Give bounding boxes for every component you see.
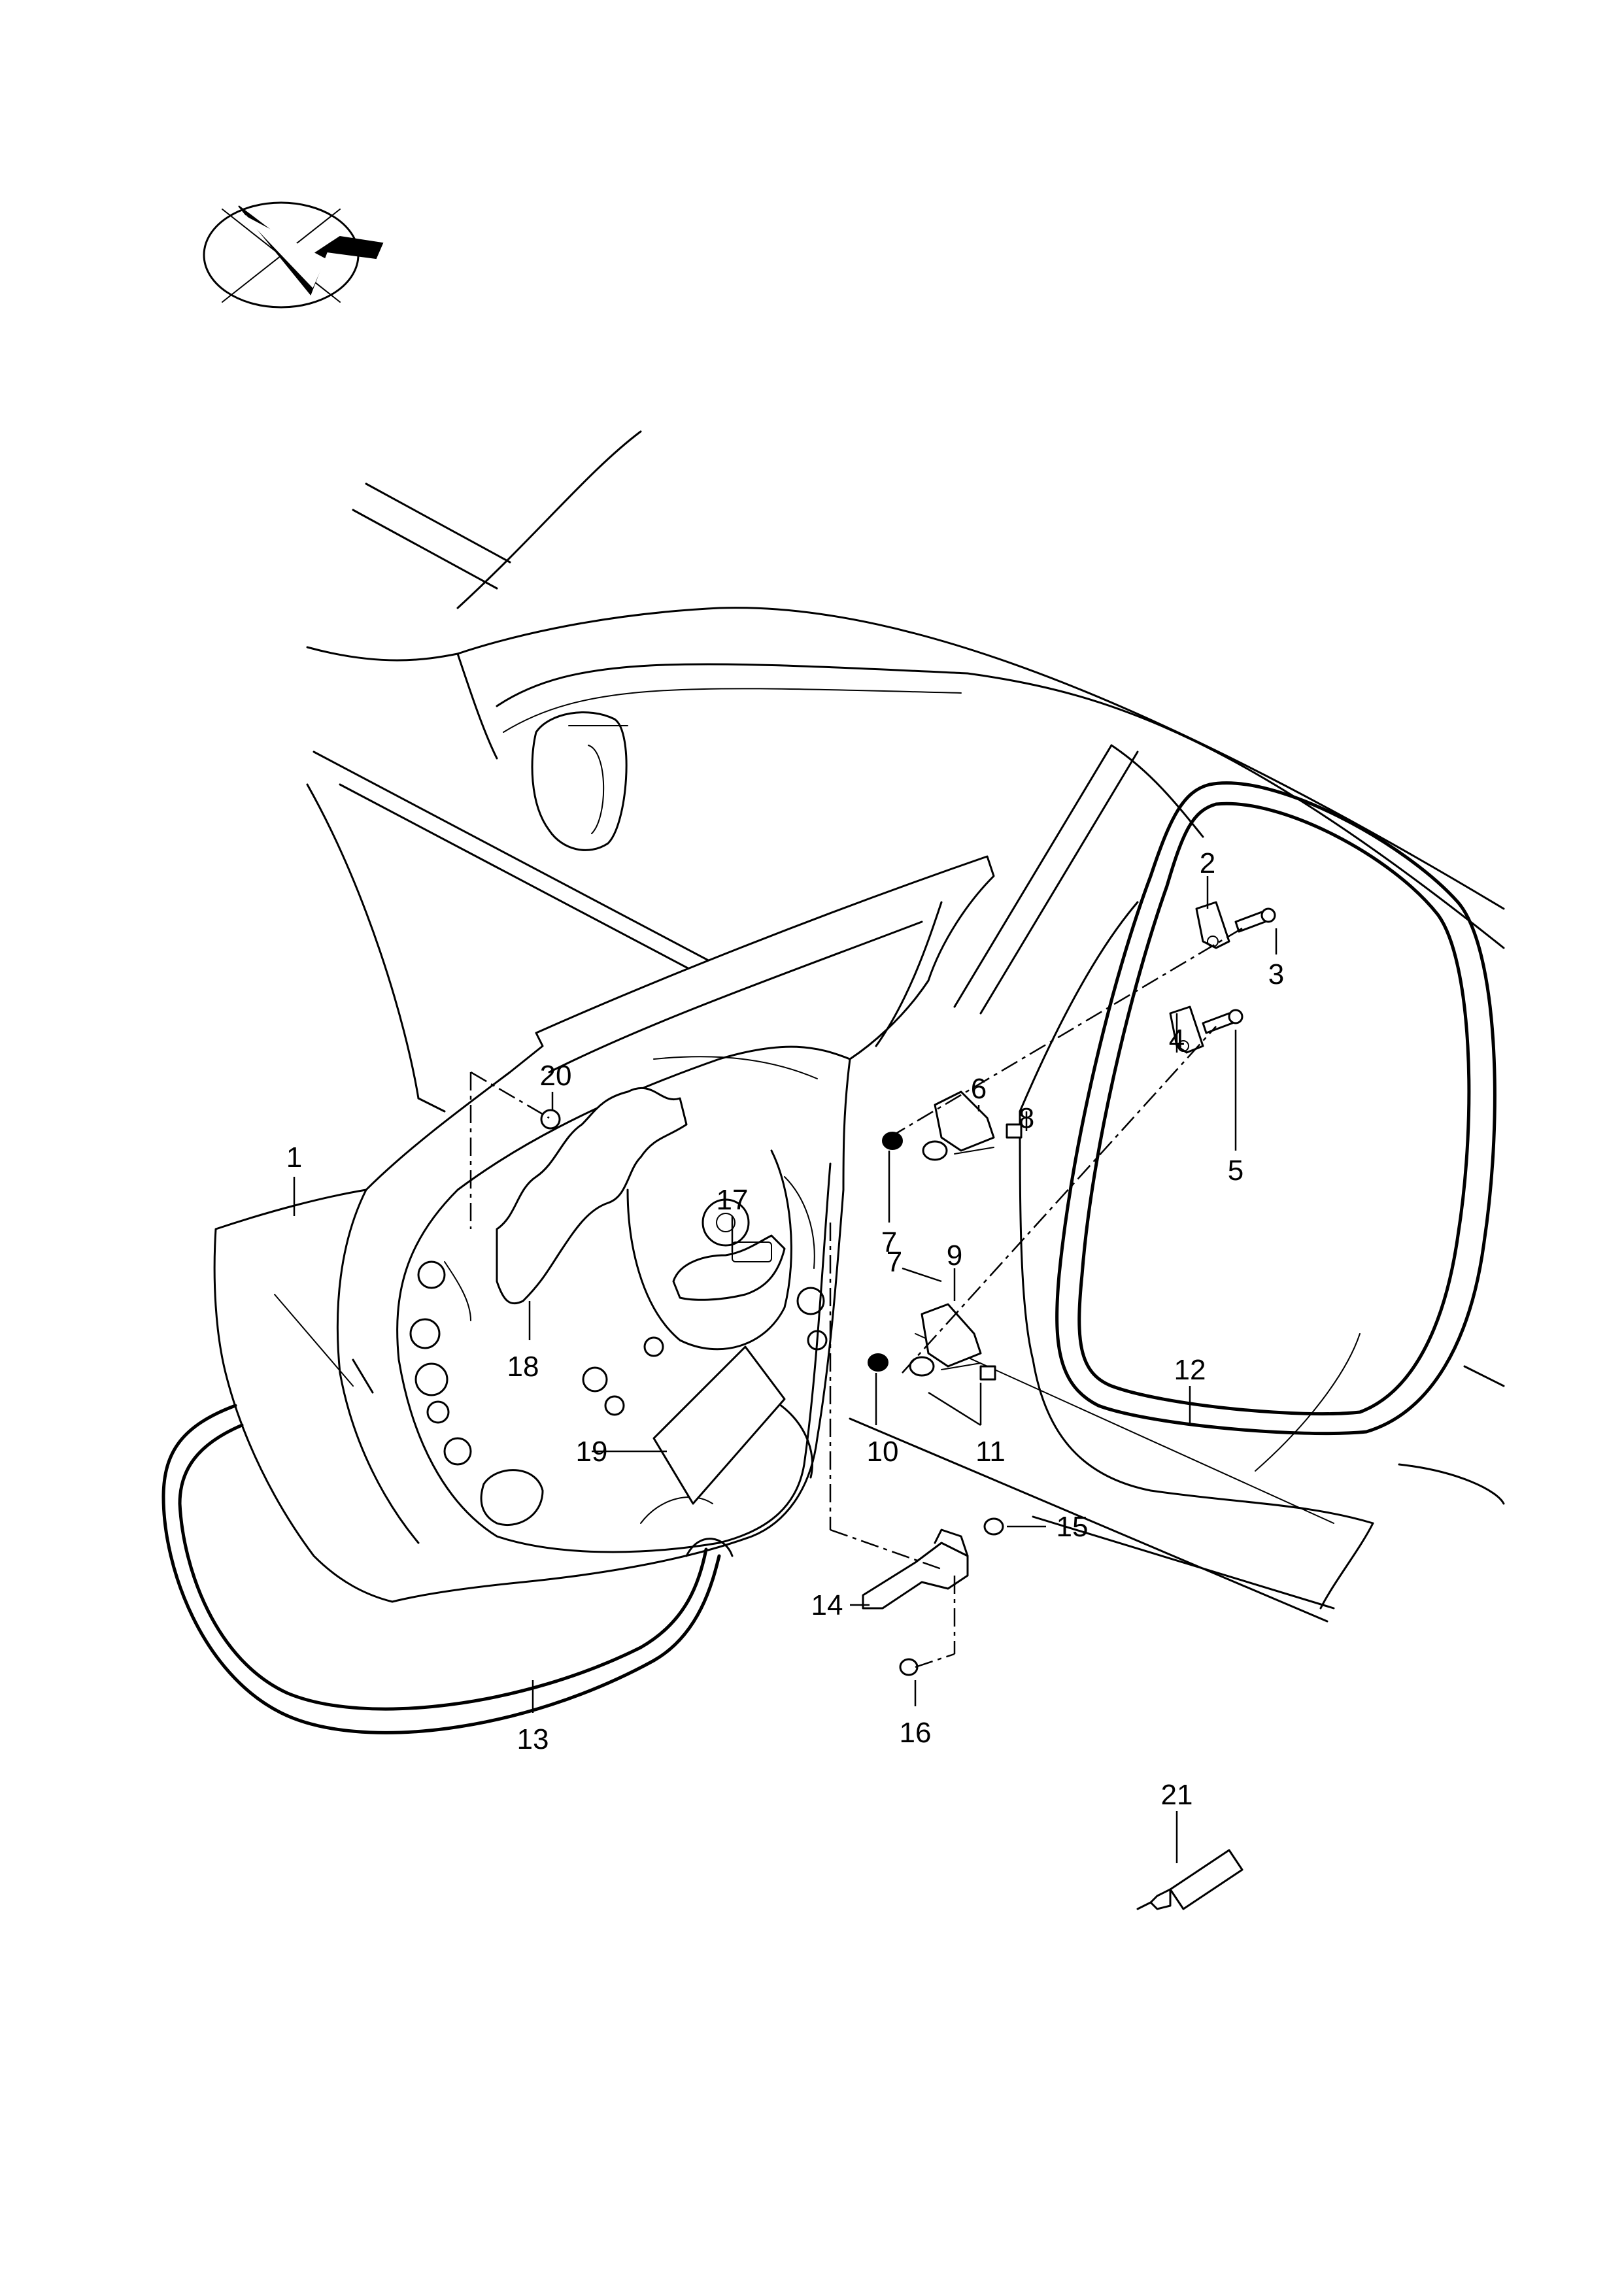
callout-16: 16 xyxy=(900,1717,932,1749)
leader-lines xyxy=(293,876,1277,1863)
callout-18: 18 xyxy=(507,1351,539,1383)
door-check-strap xyxy=(862,1517,1004,1676)
callout-5: 5 xyxy=(1228,1155,1243,1187)
callout-13: 13 xyxy=(517,1723,549,1755)
inner-handle xyxy=(672,1234,786,1301)
door-opening-seal xyxy=(1055,781,1497,1436)
foil-cover xyxy=(496,1087,688,1305)
callout-6: 6 xyxy=(971,1073,987,1105)
callout-9: 9 xyxy=(947,1240,962,1272)
callout-15: 15 xyxy=(1057,1511,1089,1543)
plug xyxy=(540,1109,561,1130)
view-direction-icon xyxy=(203,201,384,309)
callout-19: 19 xyxy=(576,1436,608,1468)
upper-door-hinge xyxy=(882,1090,1023,1161)
lower-door-hinge xyxy=(868,1303,996,1381)
callout-11: 11 xyxy=(975,1436,1006,1468)
side-mirror xyxy=(531,711,628,851)
callouts: 1 2 3 4 5 6 7 7 8 9 10 11 12 13 14 15 16… xyxy=(286,847,1284,1811)
door-inner-panel xyxy=(213,855,995,1603)
callout-10: 10 xyxy=(867,1436,899,1468)
callout-3: 3 xyxy=(1268,958,1284,990)
upper-hinge-body-part xyxy=(1195,901,1276,949)
callout-12: 12 xyxy=(1174,1354,1206,1386)
assembly-lines xyxy=(469,927,1243,1668)
callout-7-upper: 7 xyxy=(881,1226,897,1258)
door-seal xyxy=(161,1404,721,1734)
callout-14: 14 xyxy=(811,1589,843,1621)
callout-21: 21 xyxy=(1161,1779,1193,1811)
callout-7-lower: 7 xyxy=(887,1246,902,1278)
callout-1: 1 xyxy=(286,1141,302,1173)
callout-2: 2 xyxy=(1200,847,1215,879)
callout-20: 20 xyxy=(540,1060,572,1092)
callout-17: 17 xyxy=(717,1184,749,1216)
sticker-panel xyxy=(652,1345,786,1505)
sealant-tube xyxy=(1136,1849,1243,1910)
lower-hinge-body-part xyxy=(1169,1005,1243,1054)
callout-4: 4 xyxy=(1169,1024,1185,1056)
callout-8: 8 xyxy=(1019,1102,1034,1134)
